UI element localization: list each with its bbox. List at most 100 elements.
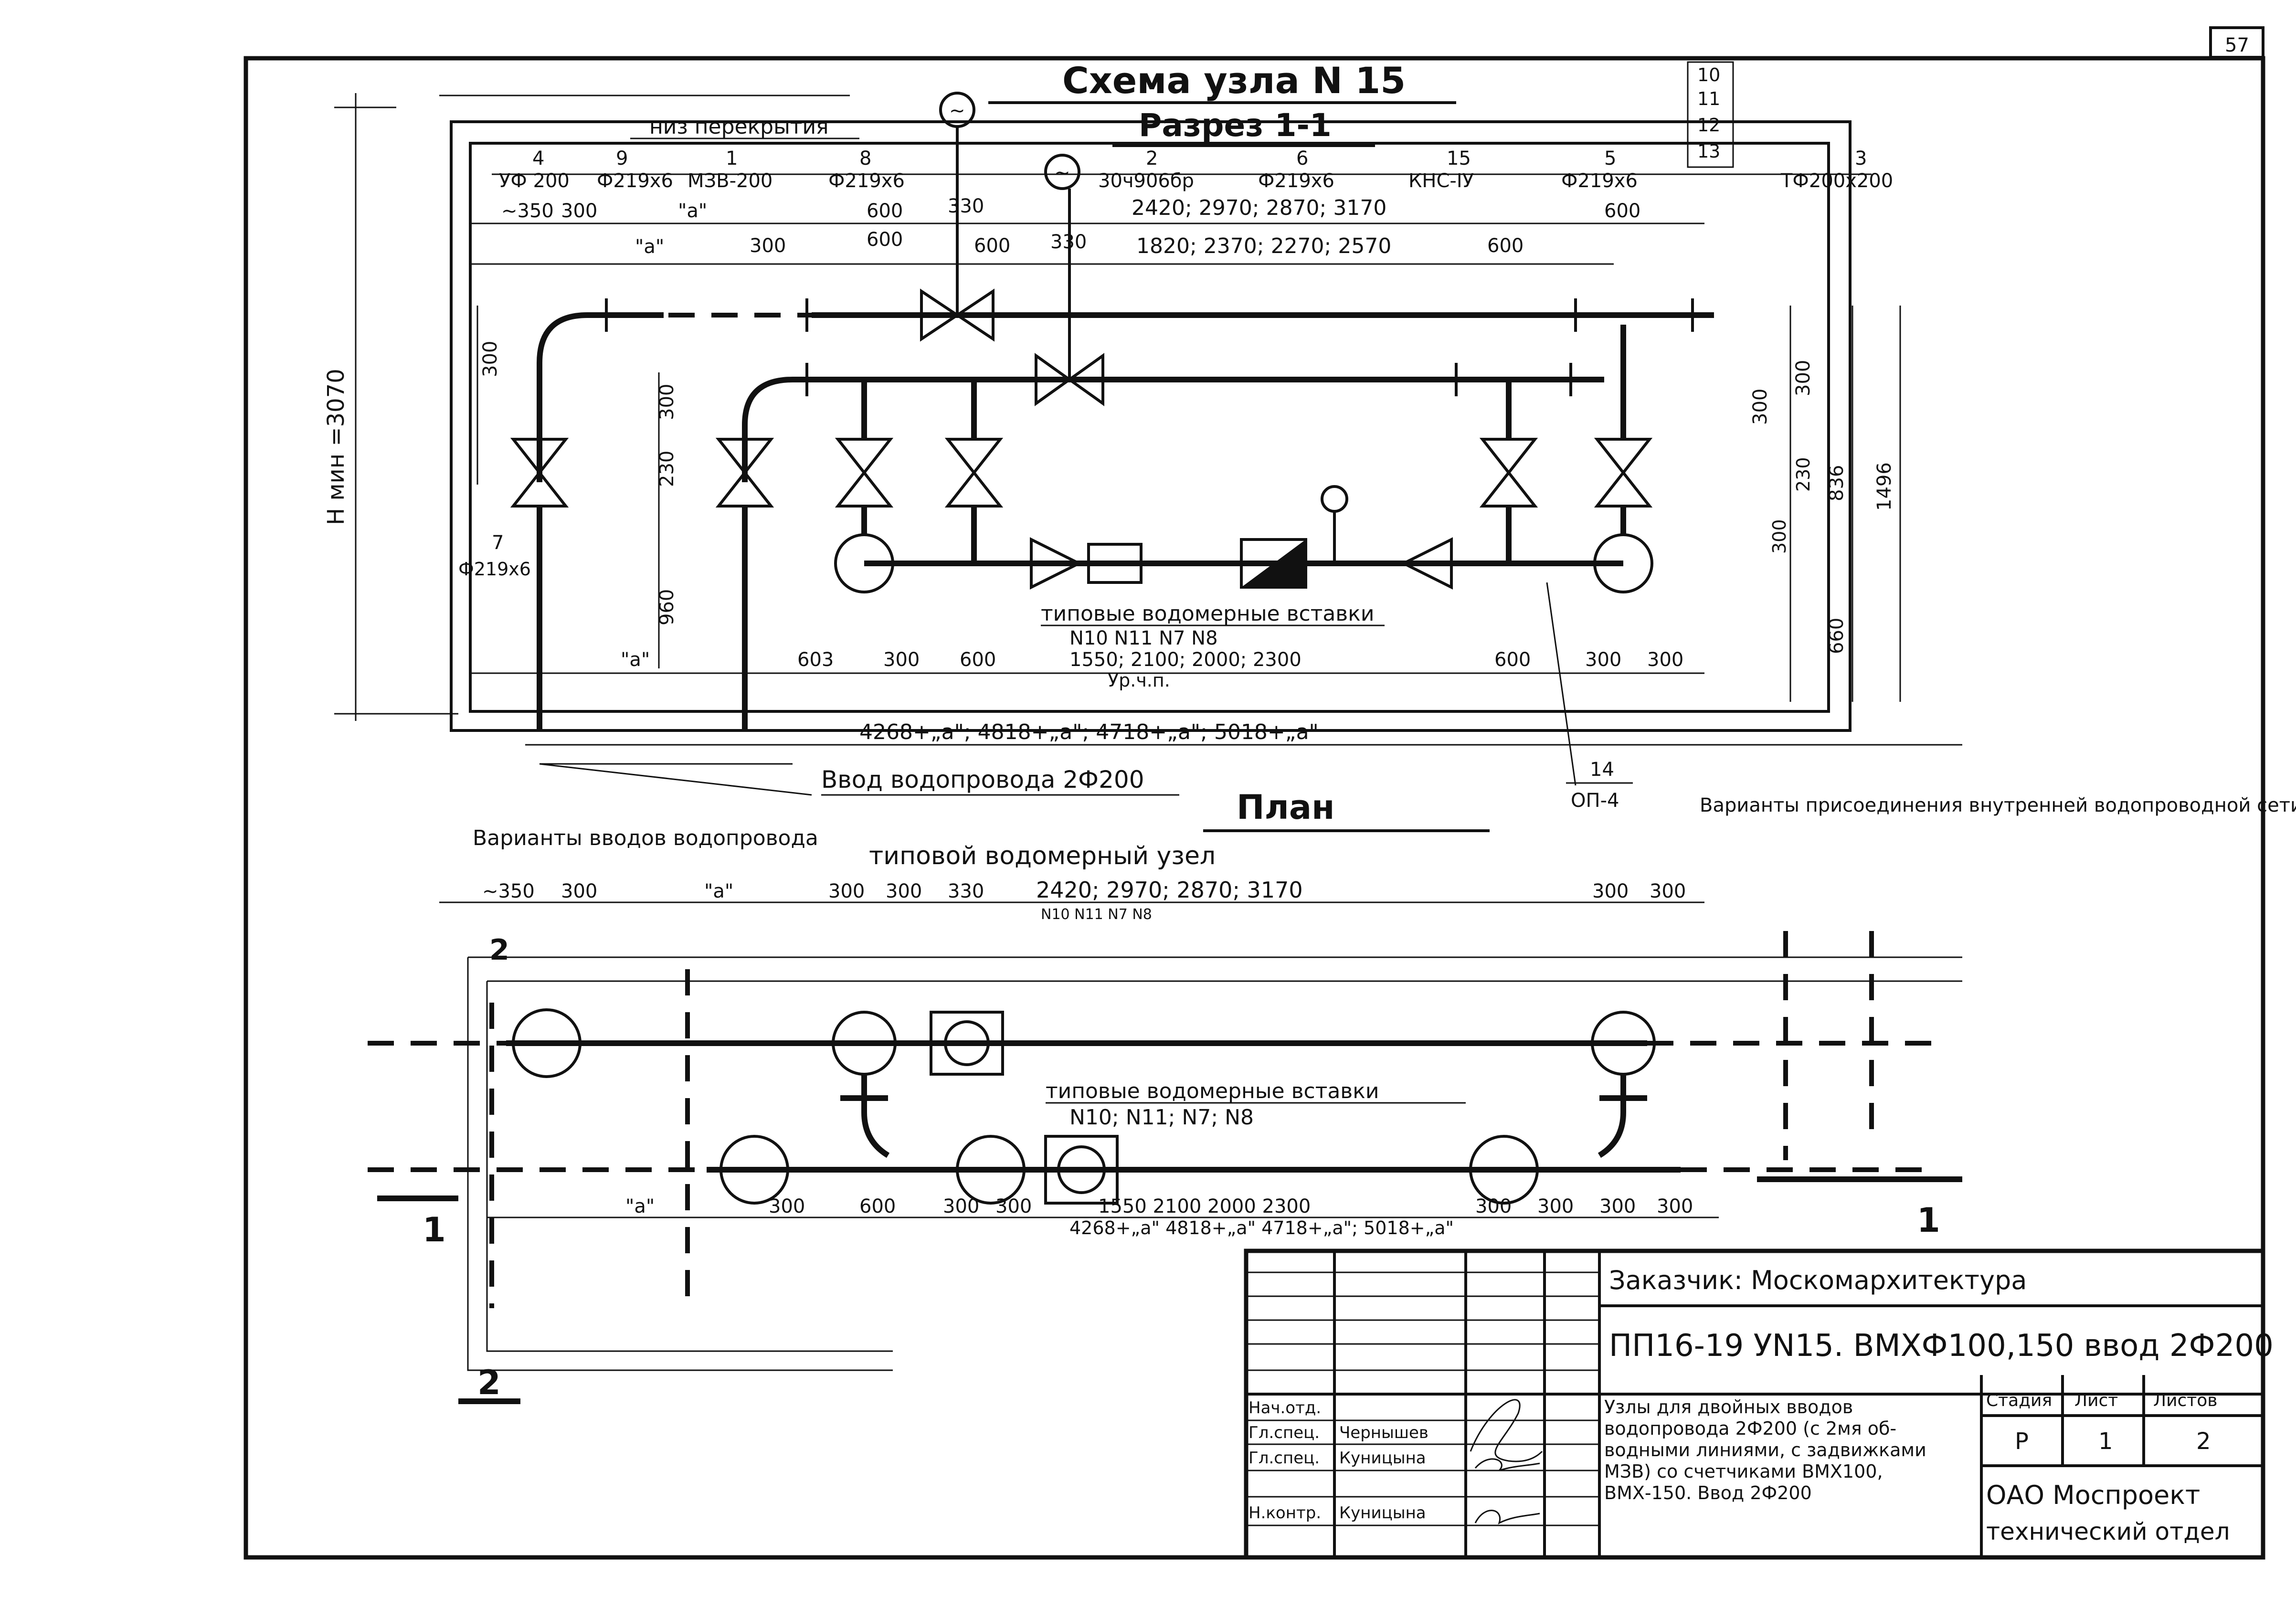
plan-inserts-label: типовые водомерные вставки [1046,1079,1379,1103]
plan-bdim-300c: 300 [995,1195,1032,1217]
hmin-label: Н мин =3070 [323,369,349,525]
plan-upper-riser-1 [512,1008,582,1078]
tb-role-4: Н.контр. [1249,1503,1321,1523]
callout-7-num: 7 [492,532,504,554]
vdim-230: 230 [656,451,678,487]
plan-upper-meter-icon [944,1020,990,1066]
stack-11: 11 [1697,88,1720,109]
signature-3 [1474,1510,1540,1524]
bdim-300b: 300 [1585,649,1621,671]
section-insert-numbers: N10 N11 N7 N8 [1069,627,1218,649]
tb-customer: Заказчик: Москомархитектура [1609,1265,2027,1295]
lower-pipe-main [742,377,1604,482]
top-dim-600b: 600 [867,229,903,251]
total-dims: 4268+„а"; 4818+„а"; 4718+„а"; 5018+„а" [859,720,1319,744]
plan-title: План [1237,788,1334,827]
plan-bdim-600: 600 [859,1195,896,1217]
callout-4-num: 4 [532,148,544,169]
callout-14-num: 14 [1590,759,1614,781]
plan-bdim-300f: 300 [1599,1195,1636,1217]
plan-bdim-300e: 300 [1537,1195,1574,1217]
vdim-300-a: 300 [479,341,501,377]
plan-dim-sub: N10 N11 N7 N8 [1041,906,1152,923]
callout-7-spec: Ф219х6 [458,559,531,580]
tb-name-4: Куницына [1339,1503,1426,1523]
callout-15-spec: КНС-IУ [1408,170,1474,192]
callout-14-leader [1546,582,1577,786]
slab-label: низ перекрытия [649,115,829,139]
top-dim-600c: 600 [974,235,1010,257]
inlet-leader [539,763,812,796]
section-mark-2-top: 2 [489,933,509,967]
bdim-600a: 600 [960,649,996,671]
tb-stage-header: Стадия [1986,1391,2052,1410]
vdim-r-300c: 300 [1769,519,1790,554]
plan-dim-values: 2420; 2970; 2870; 3170 [1036,877,1303,903]
top-dim-330a: 330 [948,195,984,217]
callout-6-spec: Ф219х6 [1258,170,1334,192]
gauge-2-glyph: ~ [1054,162,1070,184]
callout-1-spec: МЗВ-200 [688,170,772,192]
riser-valves [510,438,1653,508]
signature-1 [1470,1399,1543,1462]
top-dim-a1: "а" [678,200,707,222]
callout-8-num: 8 [859,148,871,169]
vdim-960: 960 [656,589,678,625]
pressure-gauge-2-icon [1044,154,1080,190]
tb-stage: Р [2015,1428,2029,1455]
vdim-r-230: 230 [1793,457,1814,492]
plan-right-note: Варианты присоединения внутренней водопр… [1700,794,2296,816]
callout-1-num: 1 [726,148,738,169]
signature-2 [1474,1458,1540,1471]
gauge-1-glyph: ~ [949,100,965,122]
plan-bend-left [861,1074,890,1158]
title-block-frame [1244,1248,2265,1560]
tb-role-3: Гл.спец. [1249,1449,1320,1468]
tb-code: ПП16-19 УN15. ВМХФ100,150 ввод 2Ф200 [1609,1328,2274,1364]
tb-department: технический отдел [1986,1518,2230,1545]
callout-3-num: 3 [1855,148,1867,169]
tb-description-3: водными линиями, с задвижками [1604,1439,1926,1460]
stack-box [1687,61,1734,168]
inlet-label: Ввод водопровода 2Ф200 [821,766,1144,793]
plan-center-note: типовой водомерный узел [869,842,1216,870]
plan-bdim-300b: 300 [943,1195,979,1217]
tb-role-1: Нач.отд. [1249,1398,1321,1418]
tb-description-4: МЗВ) со счетчиками ВМХ100, [1604,1461,1883,1482]
sheet-number: 57 [2225,34,2249,56]
plan-bottom-values: 1550 2100 2000 2300 [1098,1195,1311,1217]
vdim-r-300b: 300 [1792,360,1814,396]
water-meter-fill [1241,540,1306,587]
tb-role-2: Гл.спец. [1249,1423,1320,1442]
plan-dim-330: 330 [948,880,984,902]
top-dim-300b: 300 [750,235,786,257]
callout-9-num: 9 [616,148,628,169]
chamber-outline-outer [450,120,1852,732]
strainer-box [1087,543,1143,584]
vdim-300-b: 300 [656,384,678,420]
top-dim-600a: 600 [867,200,903,222]
bdim-600b: 600 [1494,649,1531,671]
callout-9-spec: Ф219х6 [597,170,673,192]
callout-5-spec: Ф219х6 [1561,170,1638,192]
section-subtitle: Разрез 1-1 [1139,107,1332,144]
plan-bottom-totals: 4268+„а" 4818+„а" 4718+„а"; 5018+„а" [1069,1217,1454,1238]
top-dim-600d: 600 [1487,235,1524,257]
callout-4-spec: УФ 200 [499,170,570,192]
manometer-icon [1321,485,1348,513]
plan-dim-350: ~350 [482,880,535,902]
stack-13: 13 [1697,141,1720,162]
tb-description-1: Узлы для двойных вводов [1604,1396,1853,1418]
section-view: Схема узла N 15 Разрез 1-1 низ перекрыти… [323,59,1962,812]
plan-insert-numbers: N10; N11; N7; N8 [1069,1105,1254,1130]
plan-view: План Варианты вводов водопровода типовой… [368,788,2296,1404]
reducer-left [1030,537,1082,590]
callout-5-num: 5 [1604,148,1616,169]
callouts-row: 4 УФ 200 9 Ф219х6 1 МЗВ-200 8 Ф219х6 2 3… [499,148,1893,192]
plan-upper-valve [930,1011,1004,1076]
tb-sheet-header: Лист [2074,1391,2118,1410]
reducer-right [1400,537,1453,590]
stack-12: 12 [1697,115,1720,136]
section-inserts-label: типовые водомерные вставки [1041,602,1374,626]
callout-6-num: 6 [1296,148,1308,169]
